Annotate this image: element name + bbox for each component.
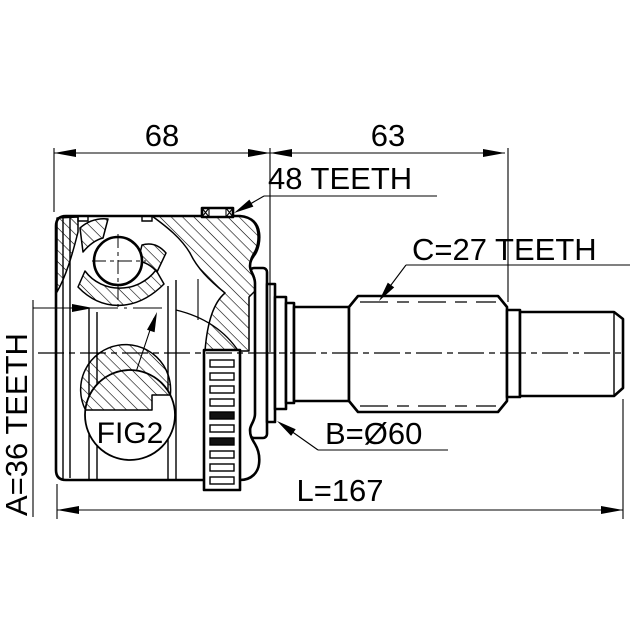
- abs-sensor-ring: [200, 206, 235, 219]
- inner-spline-arrowhead: [72, 304, 93, 312]
- abs-teeth-label: 48 TEETH: [268, 161, 412, 196]
- drive-shaft: [292, 294, 625, 414]
- ball-bearing: [92, 234, 146, 307]
- inner-spline-leader: [33, 304, 162, 312]
- boot-clamp-band: [202, 348, 242, 492]
- fig2-arrowhead: [147, 312, 157, 333]
- callout-outer-spline: C=27 TEETH: [379, 232, 630, 301]
- callout-boot-diameter: B=Ø60: [277, 416, 448, 451]
- dim-63-label: 63: [371, 118, 405, 153]
- outer-spline-label: C=27 TEETH: [412, 232, 597, 267]
- fig2-label: FIG2: [97, 417, 164, 450]
- inner-spline-label: A=36 TEETH: [0, 333, 34, 516]
- dim-68-label: 68: [145, 118, 179, 153]
- inner-race-section: [77, 269, 165, 307]
- cup-wall-section: [151, 215, 259, 352]
- spline-section: [347, 294, 509, 414]
- cage-section-upper: [79, 218, 109, 253]
- section-hatching: [56, 215, 259, 352]
- dimension-shaft-width: 63: [270, 118, 509, 302]
- fig2-detail: FIG2: [79, 312, 176, 461]
- callout-inner-spline: A=36 TEETH: [0, 300, 34, 517]
- callout-abs-ring: 48 TEETH: [234, 161, 437, 213]
- dimension-total-length: L=167: [56, 399, 624, 519]
- shaft-neck: [292, 305, 351, 403]
- boot-diameter-label: B=Ø60: [325, 416, 422, 451]
- dimension-cup-width: 68: [53, 118, 271, 352]
- shaft-end-stub: [518, 310, 625, 398]
- fig2-hatch: [79, 343, 172, 411]
- rim-section: [56, 216, 79, 293]
- total-length-label: L=167: [296, 473, 383, 508]
